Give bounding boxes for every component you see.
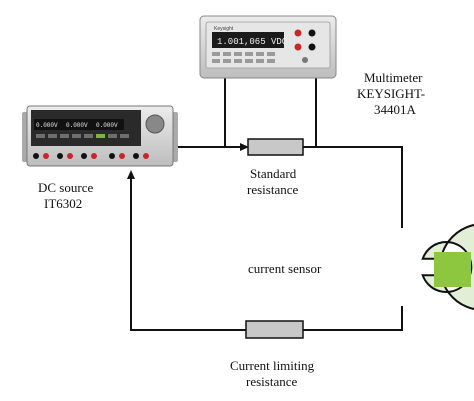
dc-source-label-line2: IT6302 <box>44 196 82 211</box>
multimeter-label-line1: Multimeter <box>364 70 423 85</box>
multimeter-display <box>212 32 284 48</box>
standard-resistance-label-line2: resistance <box>247 182 298 197</box>
dc-source-terminals <box>33 153 149 159</box>
dc-source-knob <box>145 114 165 134</box>
dc-source-label-line1: DC source <box>38 180 93 195</box>
standard-resistance-label-line1: Standard <box>250 166 297 181</box>
multimeter: Keysight 1.001,065 VDC <box>199 15 337 79</box>
dc-source-display <box>34 119 124 130</box>
multimeter-terminals <box>294 29 316 63</box>
current-sensor-label: current sensor <box>248 261 322 276</box>
current-limiting-label-line2: resistance <box>246 374 297 389</box>
dc-source-display-ch3: 0.000V <box>96 122 118 129</box>
standard-resistor <box>247 138 304 156</box>
current-limiting-label-line1: Current limiting <box>230 358 315 373</box>
current-sensor-ring <box>421 224 474 310</box>
dc-source-display-ch1: 0.000V <box>36 122 58 129</box>
wire-standard-to-sensor <box>303 146 403 228</box>
wire-limiting-to-source <box>127 170 246 331</box>
dc-source-buttons <box>36 134 129 138</box>
multimeter-label-line2: KEYSIGHT- <box>357 86 425 101</box>
wire-sensor-to-limiting <box>303 306 403 331</box>
multimeter-buttons <box>212 52 275 63</box>
dc-source: 0.000V 0.000V 0.000V <box>22 105 178 167</box>
multimeter-brand: Keysight <box>214 26 234 32</box>
multimeter-label-line3: 34401A <box>374 102 417 117</box>
current-limiting-resistor <box>245 320 304 339</box>
multimeter-display-text: 1.001,065 VDC <box>217 37 288 47</box>
current-sensor <box>421 224 474 310</box>
dc-source-display-ch2: 0.000V <box>66 122 88 129</box>
current-sensor-block <box>434 252 471 287</box>
